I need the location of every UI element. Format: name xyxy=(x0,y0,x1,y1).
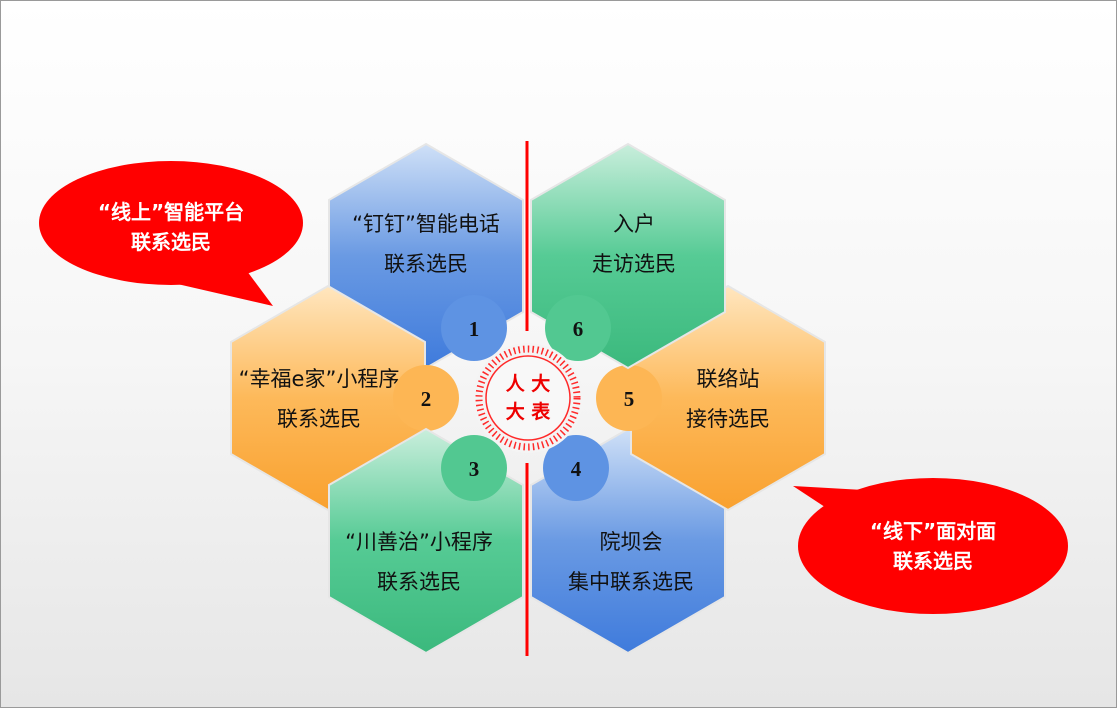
callout-offline-line1: “线下”面对面 xyxy=(870,519,996,543)
item-label-line2: 接待选民 xyxy=(686,407,770,431)
number-tab xyxy=(596,365,662,431)
number-tab xyxy=(545,295,611,361)
item-label-line2: 走访选民 xyxy=(592,252,676,276)
number-tab xyxy=(543,435,609,501)
callout-offline: “线下”面对面 联系选民 xyxy=(793,478,1068,614)
callout-offline-line2: 联系选民 xyxy=(893,549,973,573)
item-label-line2: 集中联系选民 xyxy=(568,570,694,594)
item-label-line2: 联系选民 xyxy=(277,407,361,431)
callout-online-line2: 联系选民 xyxy=(131,230,211,254)
center-emblem: 人 大 大 表 xyxy=(473,343,583,453)
item-number: 5 xyxy=(624,387,635,411)
item-label-line1: 联络站 xyxy=(697,367,760,391)
item-number: 1 xyxy=(469,317,480,341)
callout-online: “线上”智能平台 联系选民 xyxy=(39,161,303,306)
center-text-line1: 人 大 xyxy=(506,372,551,395)
item-number: 2 xyxy=(421,387,432,411)
item-label-line2: 联系选民 xyxy=(377,570,461,594)
item-label-line1: 院坝会 xyxy=(600,530,663,554)
item-label-line1: “川善治”小程序 xyxy=(345,530,493,554)
item-label-line2: 联系选民 xyxy=(384,252,468,276)
item-label-line1: “幸福e家”小程序 xyxy=(239,367,400,391)
number-tab xyxy=(441,295,507,361)
item-label-line1: “钉钉”智能电话 xyxy=(352,212,500,236)
item-number: 4 xyxy=(571,457,582,481)
item-number: 3 xyxy=(469,457,480,481)
item-label-line1: 入户 xyxy=(613,212,655,236)
number-tab xyxy=(393,365,459,431)
number-tab xyxy=(441,435,507,501)
item-number: 6 xyxy=(573,317,584,341)
center-text-line2: 大 表 xyxy=(506,400,552,423)
callout-online-line1: “线上”智能平台 xyxy=(98,200,244,224)
